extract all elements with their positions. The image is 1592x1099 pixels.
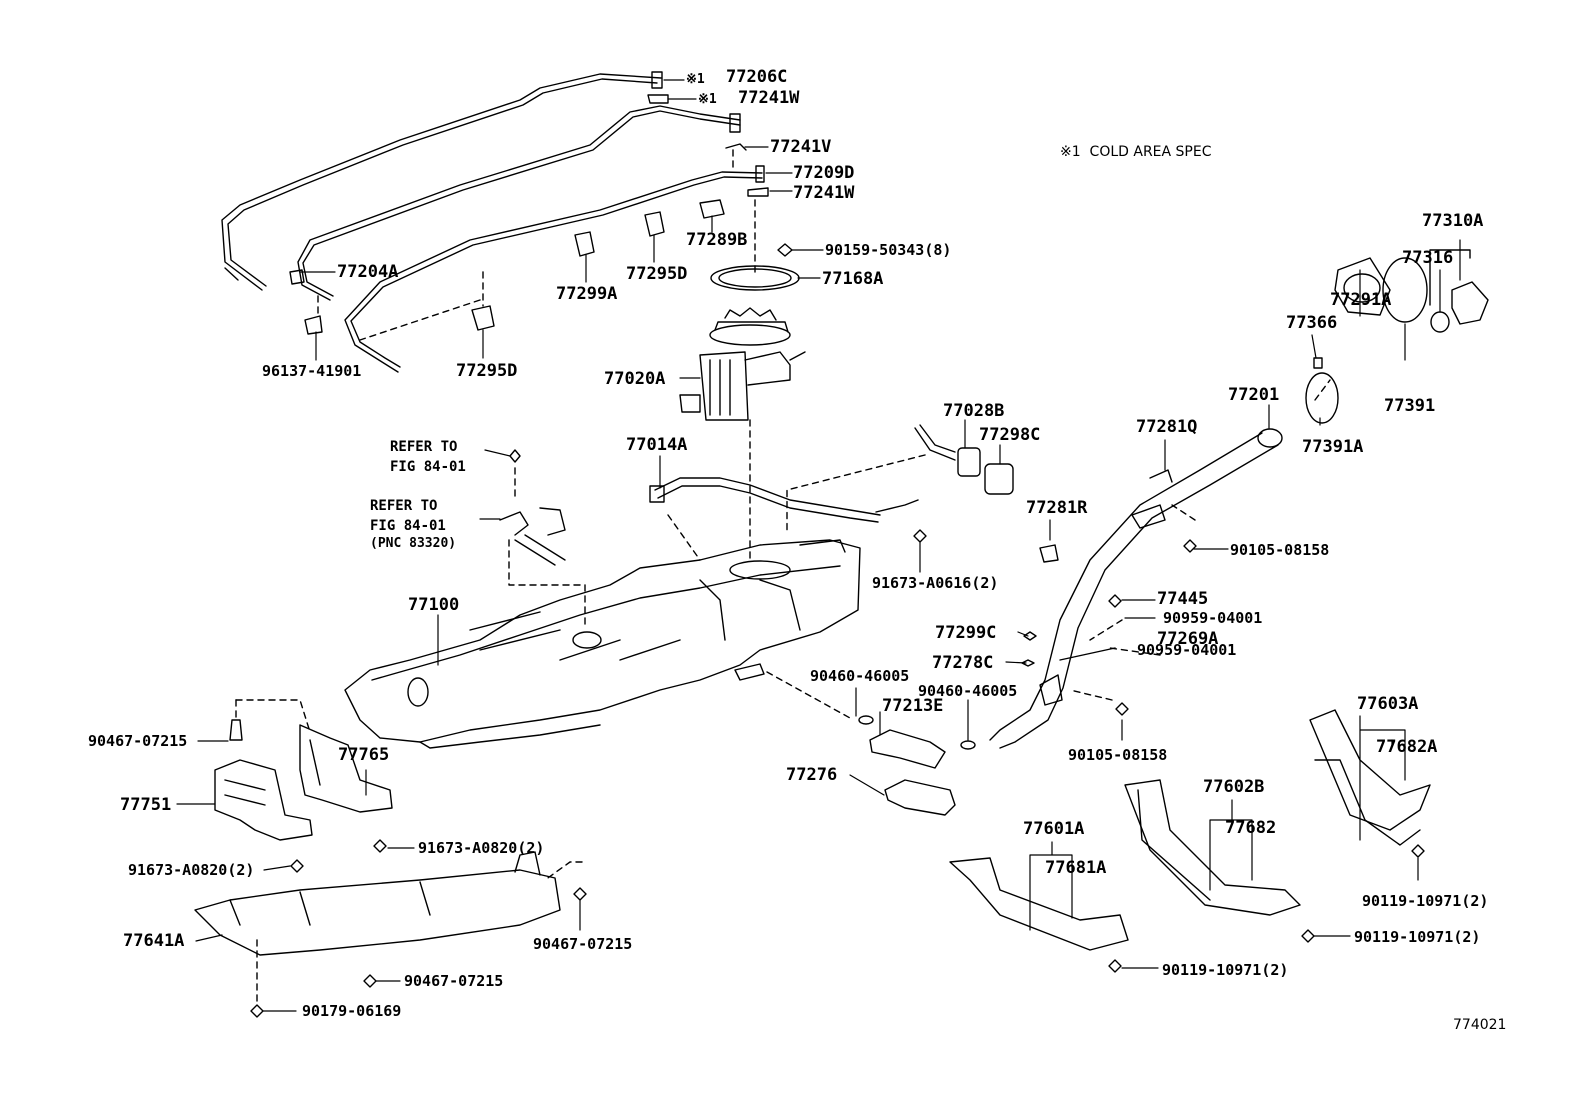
part-label-77603A: 77603A	[1357, 694, 1419, 714]
lower-hoses	[858, 715, 976, 816]
part-label-77295D: 77295D	[456, 361, 518, 381]
cold-area-mark: ※1	[698, 92, 717, 107]
cold-area-note: ※1 COLD AREA SPEC	[1060, 144, 1212, 160]
part-label-90467-07215: 90467-07215	[404, 972, 504, 990]
part-label-77201: 77201	[1228, 385, 1280, 405]
tank-hoses	[499, 424, 1014, 566]
part-label-90460-46005: 90460-46005	[810, 667, 910, 685]
part-label-90179-06169: 90179-06169	[302, 1002, 402, 1020]
part-label-77281Q: 77281Q	[1136, 417, 1198, 437]
part-label-77681A: 77681A	[1045, 858, 1107, 878]
part-label-77028B: 77028B	[943, 401, 1005, 421]
part-label-90460-46005: 90460-46005	[918, 682, 1018, 700]
part-label-90105-08158: 90105-08158	[1068, 746, 1168, 764]
part-label-77299A: 77299A	[556, 284, 618, 304]
part-label-77100: 77100	[408, 595, 460, 615]
part-label-77241W: 77241W	[738, 88, 800, 108]
part-label-91673-A0820: 91673-A0820(2)	[418, 839, 545, 857]
part-label-90119-10971: 90119-10971(2)	[1162, 961, 1289, 979]
fuel-line-tubes	[221, 73, 763, 373]
part-label-77269A: 77269A	[1157, 629, 1219, 649]
ref-line: REFER TO	[370, 498, 438, 514]
part-label-96137-41901: 96137-41901	[262, 362, 362, 380]
fuel-pump-assembly	[679, 265, 806, 421]
bolts	[229, 243, 1425, 1018]
filler-cap-parts	[1305, 249, 1489, 424]
part-label-77206C: 77206C	[726, 67, 788, 87]
part-label-77213E: 77213E	[882, 696, 944, 716]
part-label-77295D: 77295D	[626, 264, 688, 284]
part-label-77020A: 77020A	[604, 369, 666, 389]
ref-line: FIG 84-01	[390, 459, 466, 475]
part-label-91673-A0616: 91673-A0616(2)	[872, 574, 999, 592]
part-label-77289B: 77289B	[686, 230, 748, 250]
refer-to-fig-note: REFER TO FIG 84-01	[390, 437, 466, 477]
ref-line: (PNC 83320)	[370, 536, 457, 551]
part-label-77601A: 77601A	[1023, 819, 1085, 839]
leader-lines	[176, 79, 1461, 1012]
part-label-77641A: 77641A	[123, 931, 185, 951]
part-label-77682: 77682	[1225, 818, 1277, 838]
fuel-tank-body	[344, 539, 861, 749]
protector-brackets	[194, 724, 561, 956]
part-label-77602B: 77602B	[1203, 777, 1265, 797]
part-label-77276: 77276	[786, 765, 838, 785]
cold-area-mark: ※1	[686, 72, 705, 87]
part-label-77204A: 77204A	[337, 262, 399, 282]
part-label-77168A: 77168A	[822, 269, 884, 289]
part-label-77682A: 77682A	[1376, 737, 1438, 757]
ref-line: REFER TO	[390, 439, 458, 455]
dashed-leaders	[235, 149, 1331, 1004]
drawing-number: 774021	[1453, 1017, 1507, 1033]
part-label-90119-10971: 90119-10971(2)	[1362, 892, 1489, 910]
part-label-77241W: 77241W	[793, 183, 855, 203]
refer-to-fig-note: REFER TO FIG 84-01 (PNC 83320)	[370, 496, 456, 552]
line-clips	[224, 71, 769, 335]
part-label-90467-07215: 90467-07215	[533, 935, 633, 953]
part-label-91673-A0820: 91673-A0820(2)	[128, 861, 255, 879]
part-label-77291A: 77291A	[1330, 290, 1392, 310]
part-label-77209D: 77209D	[793, 163, 855, 183]
part-label-77310A: 77310A	[1422, 211, 1484, 231]
filler-pipe	[989, 428, 1283, 749]
part-label-90119-10971: 90119-10971(2)	[1354, 928, 1481, 946]
part-label-77281R: 77281R	[1026, 498, 1088, 518]
part-label-77391: 77391	[1384, 396, 1436, 416]
part-label-77299C: 77299C	[935, 623, 997, 643]
part-label-77316: 77316	[1402, 248, 1454, 268]
part-label-90959-04001: 90959-04001	[1137, 641, 1237, 659]
part-label-77366: 77366	[1286, 313, 1338, 333]
part-label-77298C: 77298C	[979, 425, 1041, 445]
part-label-90105-08158: 90105-08158	[1230, 541, 1330, 559]
part-label-77241V: 77241V	[770, 137, 832, 157]
part-label-77765: 77765	[338, 745, 390, 765]
part-label-77751: 77751	[120, 795, 172, 815]
part-label-90467-07215: 90467-07215	[88, 732, 188, 750]
part-label-77278C: 77278C	[932, 653, 994, 673]
note-text: COLD AREA SPEC	[1089, 144, 1212, 160]
part-label-90959-04001: 90959-04001	[1163, 609, 1263, 627]
part-label-77445: 77445	[1157, 589, 1209, 609]
part-label-90159-50343: 90159-50343(8)	[825, 241, 952, 259]
fuel-tank-straps	[949, 709, 1431, 951]
part-label-77391A: 77391A	[1302, 437, 1364, 457]
ref-line: FIG 84-01	[370, 518, 446, 534]
note-mark: ※1	[1060, 144, 1081, 160]
part-label-77014A: 77014A	[626, 435, 688, 455]
